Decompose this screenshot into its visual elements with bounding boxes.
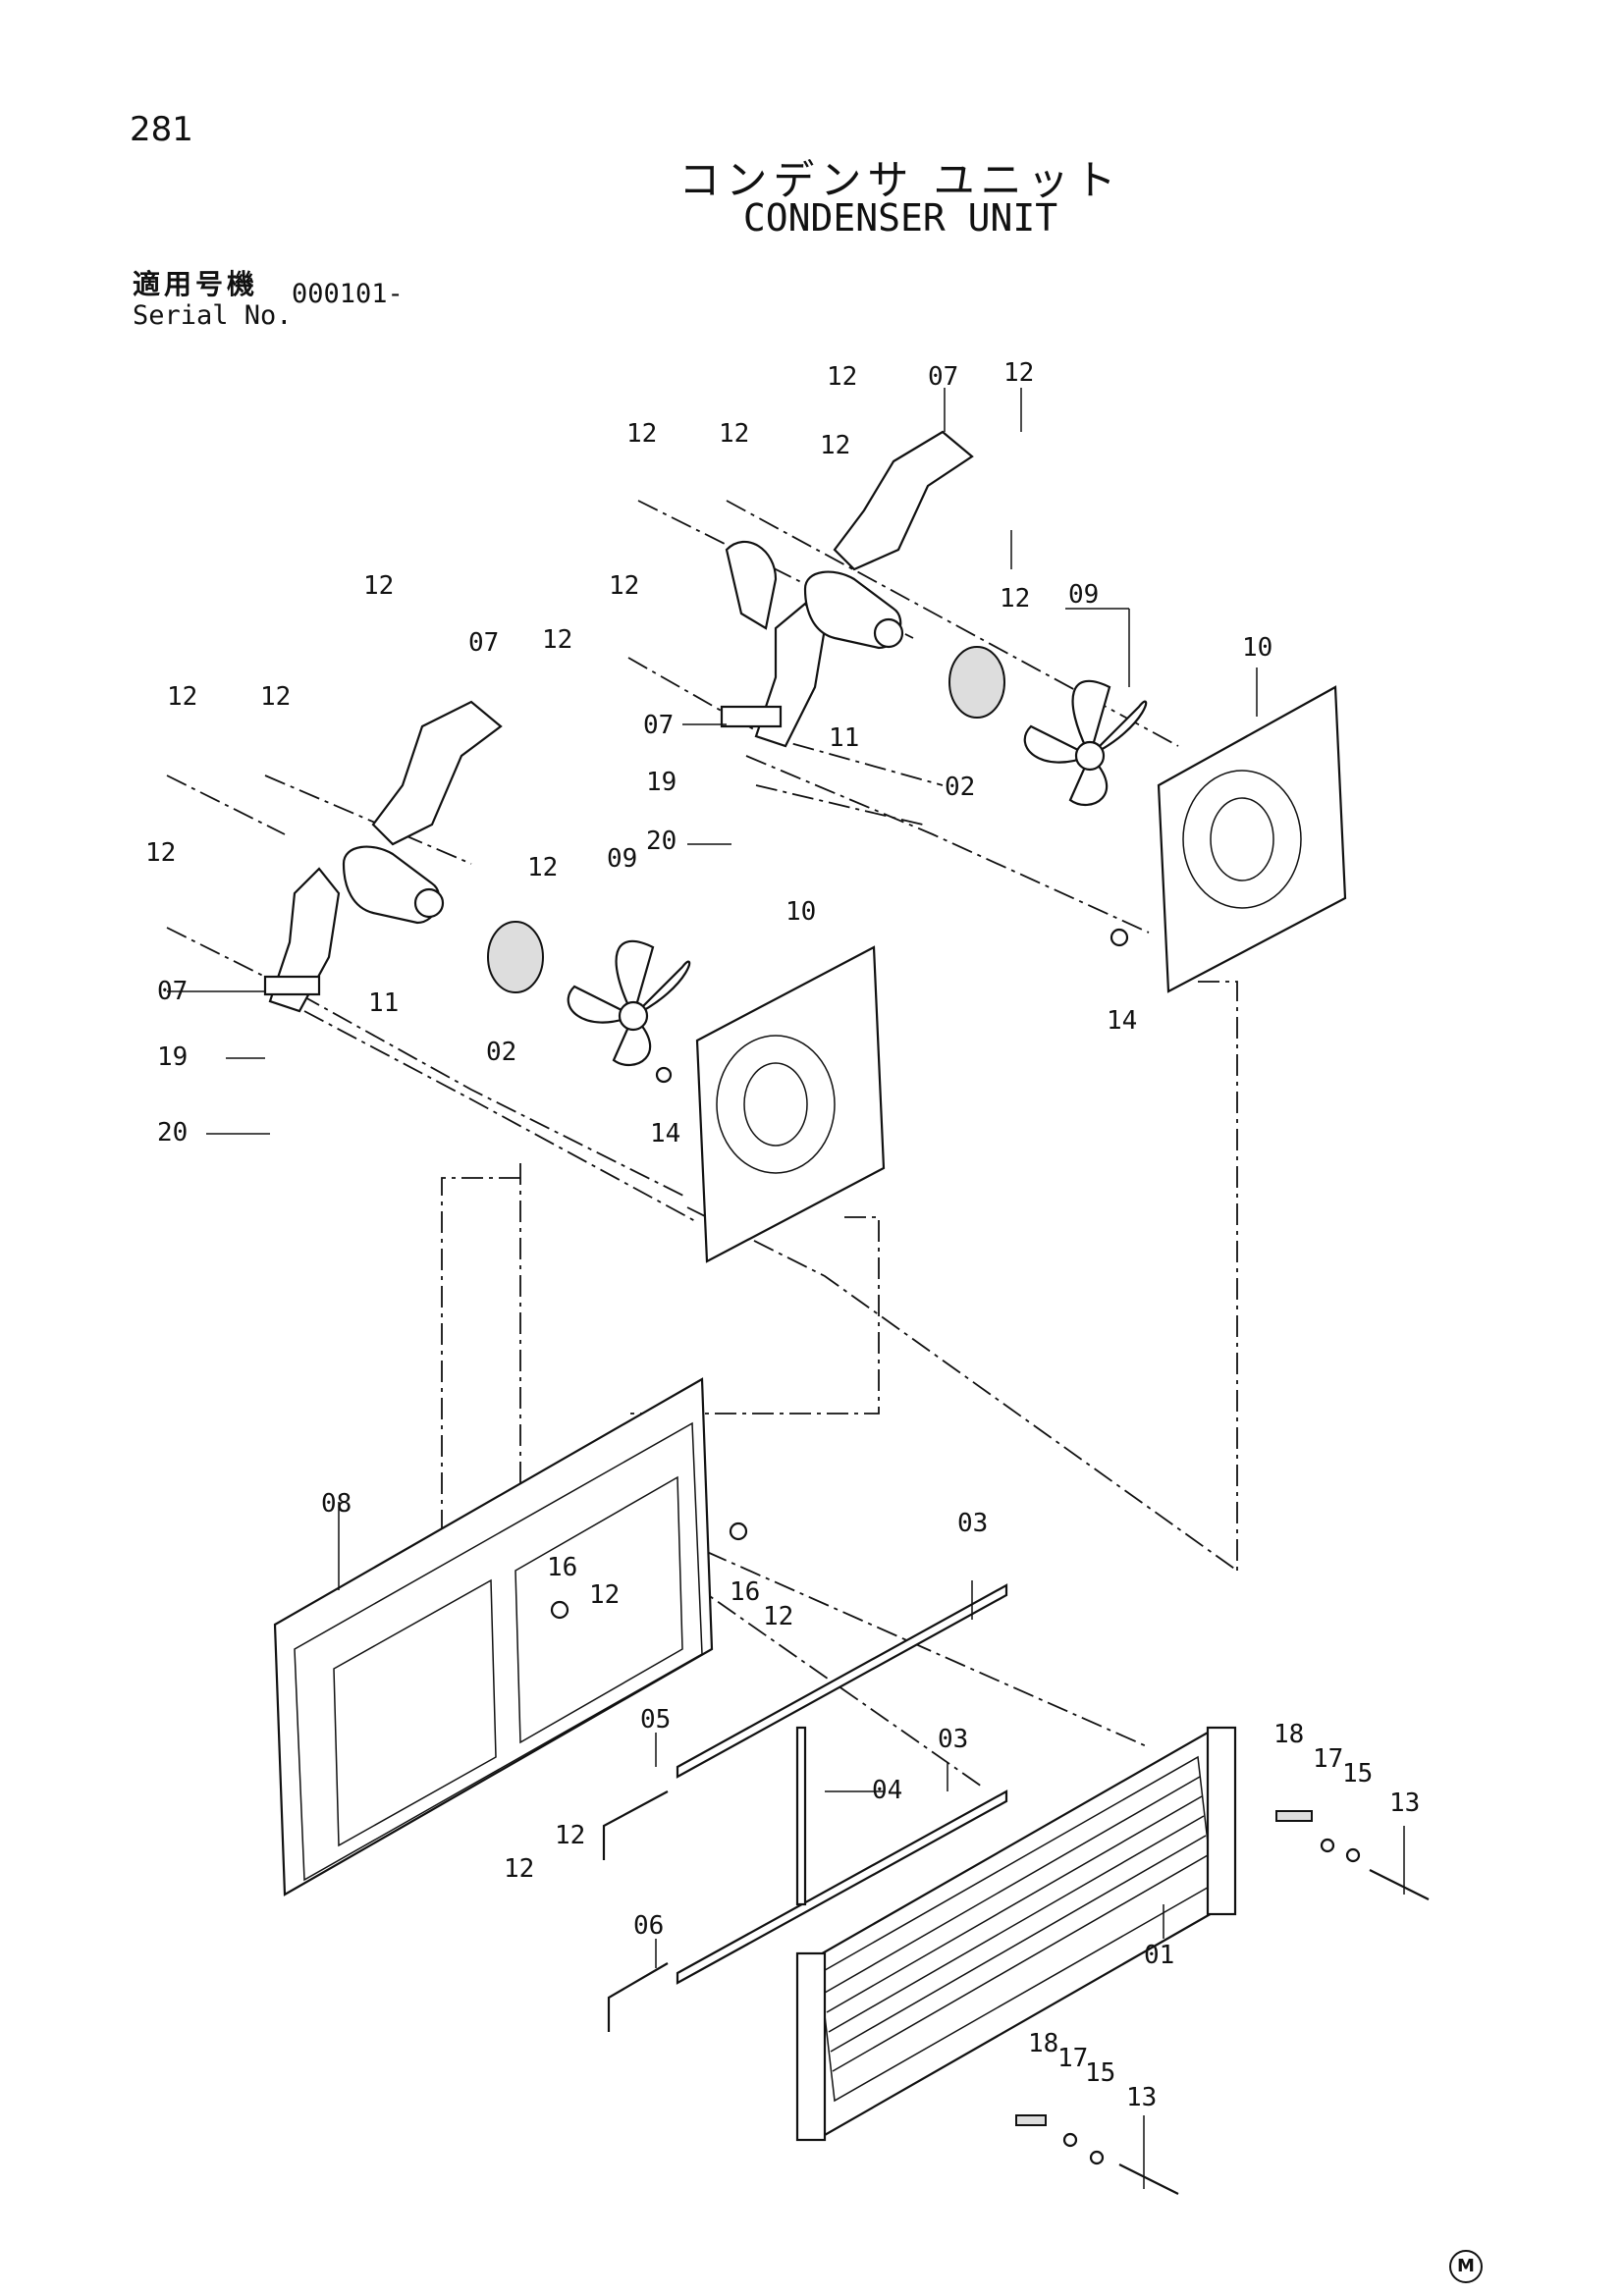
upper-fan-blade <box>1023 679 1148 807</box>
callout-16: 16 <box>547 1553 577 1582</box>
callout-12: 12 <box>527 853 558 882</box>
callout-12: 12 <box>542 625 572 655</box>
upper-fan-motor <box>803 570 904 650</box>
callout-12: 12 <box>1003 358 1034 388</box>
callout-13: 13 <box>1389 1789 1420 1818</box>
page-title: CONDENSER UNIT <box>742 196 1058 240</box>
upper-fan-bracket <box>720 430 974 748</box>
callout-07: 07 <box>157 977 188 1006</box>
callout-18: 18 <box>1273 1720 1304 1749</box>
assembly-leader-lines <box>166 500 1238 1788</box>
lower-fan-shroud <box>695 945 886 1263</box>
callout-12: 12 <box>763 1602 793 1631</box>
callout-20: 20 <box>157 1118 188 1148</box>
callout-10: 10 <box>1242 633 1272 663</box>
serial-label-japanese: 適用号機 <box>133 268 259 300</box>
callout-12: 12 <box>504 1854 534 1884</box>
callout-03: 03 <box>957 1509 988 1538</box>
m-mark-icon: M <box>1449 2250 1483 2283</box>
lower-coupling-sleeve <box>487 921 544 993</box>
callout-04: 04 <box>872 1776 902 1805</box>
callout-09: 09 <box>1068 580 1099 610</box>
upper-fan-shroud <box>1157 685 1347 993</box>
part-callouts: 01 02 02 03 03 04 05 06 07 07 07 07 08 0… <box>145 358 1420 2112</box>
callout-01: 01 <box>1144 1941 1174 1970</box>
callout-17: 17 <box>1313 1744 1343 1774</box>
serial-label: Serial No. <box>133 300 293 331</box>
condenser-core <box>795 1726 1237 2142</box>
callout-17: 17 <box>1057 2044 1088 2073</box>
callout-03: 03 <box>938 1725 968 1754</box>
page-title-japanese: コンデンサ ユニット <box>678 156 1122 204</box>
callout-12: 12 <box>827 362 857 392</box>
lower-fan-bracket <box>263 700 503 1013</box>
callout-02: 02 <box>486 1038 516 1067</box>
callout-12: 12 <box>820 431 850 460</box>
upper-coupling-sleeve <box>948 646 1005 719</box>
callout-09: 09 <box>607 844 637 874</box>
callout-12: 12 <box>589 1580 620 1610</box>
callout-05: 05 <box>640 1705 671 1735</box>
page-number: 281 <box>130 110 193 149</box>
callout-12: 12 <box>260 682 291 712</box>
callout-07: 07 <box>468 628 499 658</box>
callout-12: 12 <box>167 682 197 712</box>
callout-10: 10 <box>785 897 816 927</box>
callout-15: 15 <box>1085 2058 1115 2088</box>
callout-20: 20 <box>646 827 677 856</box>
callout-16: 16 <box>730 1577 760 1607</box>
callout-12: 12 <box>626 419 657 449</box>
frame-plate <box>273 1377 714 1896</box>
callout-19: 19 <box>646 768 677 797</box>
serial-number-value: 000101- <box>292 279 404 309</box>
callout-12: 12 <box>1000 584 1030 614</box>
callout-19: 19 <box>157 1042 188 1072</box>
callout-15: 15 <box>1342 1759 1373 1789</box>
lower-fan-motor <box>342 845 445 925</box>
callout-07: 07 <box>928 362 958 392</box>
callout-12: 12 <box>145 838 176 868</box>
callout-07: 07 <box>643 711 674 740</box>
callout-06: 06 <box>633 1911 664 1941</box>
callout-11: 11 <box>829 723 859 753</box>
callout-12: 12 <box>555 1821 585 1850</box>
callout-14: 14 <box>650 1119 680 1148</box>
callout-11: 11 <box>368 988 399 1018</box>
callout-02: 02 <box>945 773 975 802</box>
callout-08: 08 <box>321 1489 352 1519</box>
callout-12: 12 <box>719 419 749 449</box>
callout-leader-lines <box>167 388 1405 2189</box>
seal-strips <box>602 1583 1008 2032</box>
fastener-hardware <box>550 928 1430 2195</box>
callout-12: 12 <box>609 571 639 601</box>
callout-12: 12 <box>363 571 394 601</box>
callout-13: 13 <box>1126 2083 1157 2112</box>
callout-18: 18 <box>1028 2029 1058 2058</box>
callout-14: 14 <box>1107 1006 1137 1036</box>
lower-fan-blade <box>567 939 691 1067</box>
